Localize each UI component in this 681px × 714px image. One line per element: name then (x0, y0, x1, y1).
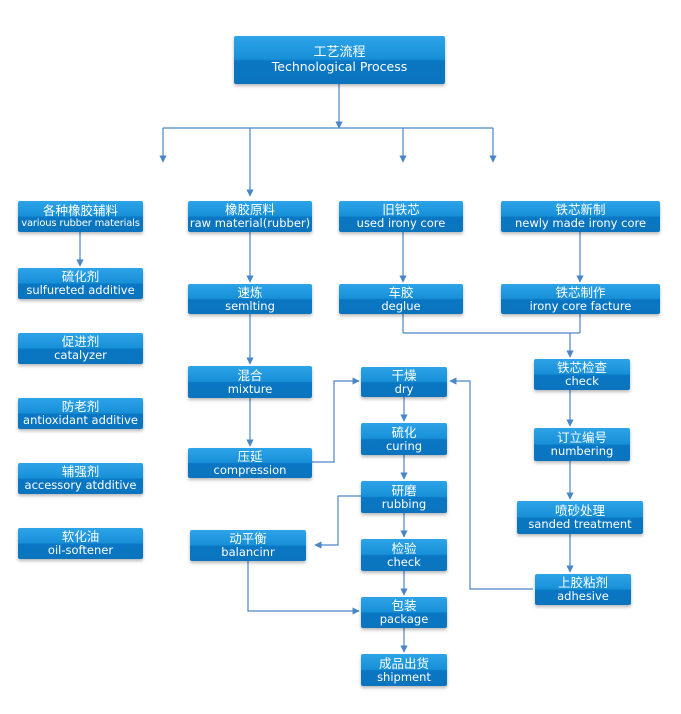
label-en: various rubber materials (21, 217, 140, 229)
box-compression: 压延 compression (188, 448, 312, 478)
label-en: newly made irony core (514, 216, 647, 231)
label-en: oil-softener (47, 543, 114, 558)
label-zh: 辅强剂 (61, 464, 100, 480)
box-shipment: 成品出货 shipment (361, 654, 447, 686)
label-zh: 成品出货 (378, 655, 429, 671)
box-package: 包装 package (361, 597, 447, 628)
label-zh: 动平衡 (229, 531, 267, 547)
label-en: sulfureted additive (26, 283, 135, 298)
label-en: rubbing (381, 496, 427, 511)
label-zh: 旧铁芯 (382, 202, 420, 218)
label-en: deglue (381, 298, 421, 313)
box-adhesive: 上胶粘剂 adhesive (535, 574, 631, 605)
label-en: balancinr (221, 545, 275, 560)
box-numbering: 订立编号 numbering (534, 428, 630, 461)
box-deglue: 车胶 deglue (339, 284, 463, 314)
box-balancinr: 动平衡 balancinr (190, 530, 306, 561)
label-en: check (565, 374, 599, 389)
label-en: curing (385, 438, 423, 453)
label-zh: 检验 (391, 540, 417, 556)
label-zh: 防老剂 (61, 399, 100, 415)
label-en: catalyzer (54, 348, 107, 363)
label-zh: 上胶粘剂 (557, 575, 608, 591)
box-new-core: 铁芯新制 newly made irony core (501, 201, 660, 232)
label-zh: 铁芯制作 (555, 284, 606, 300)
box-curing: 硫化 curing (361, 423, 447, 455)
box-core-check: 铁芯检查 check (534, 359, 630, 390)
label-zh: 橡胶原料 (224, 202, 275, 218)
label-zh: 软化油 (61, 529, 100, 545)
label-en: irony core facture (529, 298, 632, 313)
connector-adhesive-dry (449, 377, 533, 590)
label-zh: 混合 (237, 367, 263, 383)
label-en: mixture (227, 381, 273, 396)
label-en: shipment (377, 669, 431, 684)
box-sulfureted: 硫化剂 sulfureted additive (18, 268, 143, 299)
label-zh: 喷砂处理 (554, 503, 605, 519)
title-box: 工艺流程 Technological Process (234, 36, 445, 84)
box-raw-material: 橡胶原料 raw material(rubber) (188, 201, 312, 232)
connector-rubbing-balancinr (314, 495, 362, 549)
label-en: antioxidant additive (23, 413, 138, 428)
label-zh: 速炼 (237, 284, 263, 300)
box-dry: 干燥 dry (361, 367, 447, 397)
label-en: dry (394, 381, 414, 396)
label-en: semlting (225, 298, 275, 313)
label-zh: 压延 (237, 448, 263, 464)
box-accessory: 辅强剂 accessory atdditive (18, 463, 143, 494)
label-zh: 促进剂 (61, 334, 100, 350)
box-sanded: 喷砂处理 sanded treatment (517, 501, 643, 534)
box-antioxidant: 防老剂 antioxidant additive (18, 398, 143, 429)
label-en: numbering (550, 444, 614, 459)
box-rubber-additives: 各种橡胶辅料 various rubber materials (18, 201, 143, 232)
label-zh: 铁芯新制 (555, 202, 606, 218)
box-oil-softener: 软化油 oil-softener (18, 528, 143, 559)
box-catalyzer: 促进剂 catalyzer (18, 333, 143, 364)
label-zh: 干燥 (391, 367, 417, 383)
box-core-facture: 铁芯制作 irony core facture (501, 284, 660, 314)
connector-balancinr-package (247, 561, 360, 615)
label-zh: 各种橡胶辅料 (42, 203, 118, 219)
label-en: compression (213, 462, 287, 477)
label-zh: 订立编号 (556, 430, 607, 446)
label-zh: 研磨 (391, 482, 417, 498)
label-en: check (387, 554, 421, 569)
label-zh: 硫化剂 (61, 269, 100, 285)
title-zh: 工艺流程 (313, 44, 366, 60)
label-zh: 车胶 (388, 284, 414, 300)
label-en: raw material(rubber) (189, 216, 311, 231)
box-check-mid: 检验 check (361, 539, 447, 571)
connector-compression-dry (312, 377, 360, 463)
box-used-core: 旧铁芯 used irony core (339, 201, 463, 232)
box-semlting: 速炼 semlting (188, 284, 312, 314)
label-en: package (379, 612, 429, 627)
label-zh: 铁芯检查 (556, 360, 607, 376)
label-en: sanded treatment (528, 517, 632, 532)
label-en: accessory atdditive (24, 478, 137, 493)
box-mixture: 混合 mixture (188, 366, 312, 398)
box-rubbing: 研磨 rubbing (361, 481, 447, 513)
label-zh: 硫化 (391, 424, 417, 440)
label-en: adhesive (557, 589, 609, 604)
title-en: Technological Process (271, 59, 408, 75)
label-zh: 包装 (391, 598, 417, 614)
label-en: used irony core (356, 216, 446, 231)
